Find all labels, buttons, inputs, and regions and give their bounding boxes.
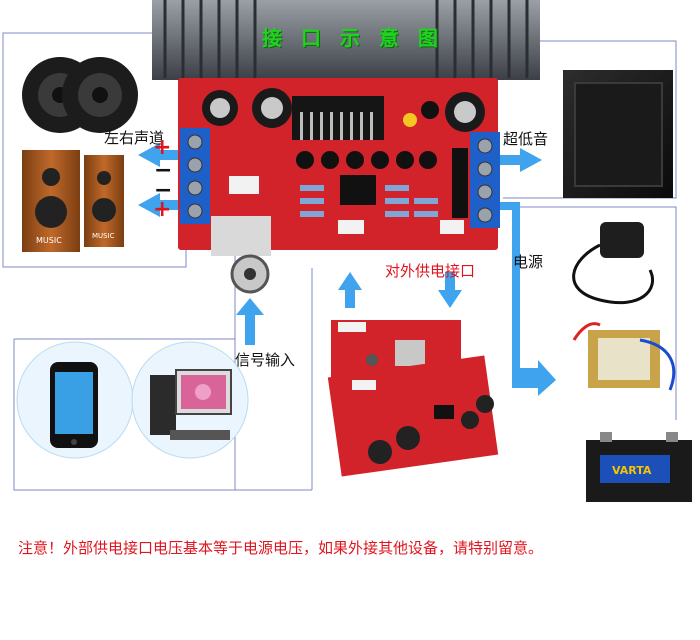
label-external-power-port: 对外供电接口 <box>385 262 476 280</box>
smartphone <box>16 341 134 459</box>
label-left-right-channel: 左右声道 <box>104 129 165 147</box>
svg-text:VARTA: VARTA <box>612 464 652 477</box>
desktop-computer <box>131 341 249 459</box>
svg-text:MUSIC: MUSIC <box>36 236 62 245</box>
arrow-ext-down <box>438 272 462 308</box>
car-battery: VARTA <box>586 432 692 502</box>
label-power: 电源 <box>513 253 544 271</box>
rca-input-jack <box>211 216 271 294</box>
arrow-left-bottom <box>138 193 178 217</box>
arrow-ext-up <box>338 272 362 308</box>
arrow-left-top <box>138 143 178 167</box>
arrow-subwoofer <box>500 148 542 172</box>
amplifier-board <box>178 78 500 250</box>
signal-arrows <box>138 143 556 396</box>
plus-sign-top: + <box>153 135 172 160</box>
subwoofer-speaker <box>563 70 673 198</box>
svg-text:MUSIC: MUSIC <box>92 232 115 240</box>
minus-sign-bottom: − <box>154 178 173 203</box>
warning-note: 注意！外部供电接口电压基本等于电源电压，如果外接其他设备，请特别留意。 <box>18 539 544 557</box>
arrow-signal-up <box>236 298 264 345</box>
preamp-module-board <box>327 355 499 477</box>
minus-sign-top: − <box>154 158 173 183</box>
label-signal-input: 信号输入 <box>235 351 296 369</box>
plus-sign-bottom: + <box>153 197 172 222</box>
left-speakers: MUSIC MUSIC <box>22 57 138 252</box>
label-subwoofer: 超低音 <box>503 130 549 148</box>
arrow-power <box>500 202 556 396</box>
diagram-title: 接 口 示 意 图 <box>262 26 444 50</box>
heat-sink <box>152 0 540 80</box>
power-adapter <box>572 222 654 305</box>
transformer <box>572 322 676 391</box>
